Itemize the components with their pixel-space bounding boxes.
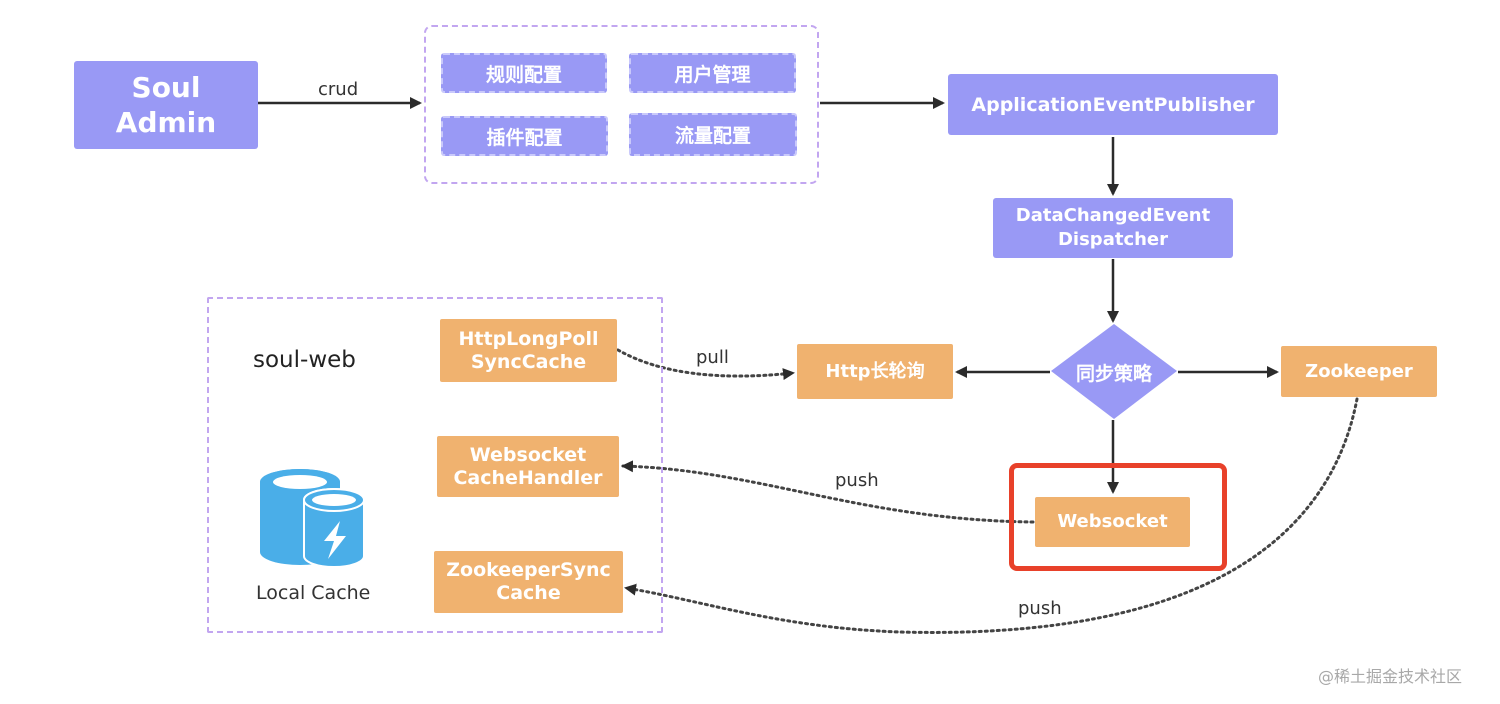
sync-strategy-label: 同步策略 xyxy=(1075,363,1152,385)
websocket-node: Websocket xyxy=(1035,497,1190,547)
soul-admin-node: Soul Admin xyxy=(74,61,258,149)
edge-label-crud: crud xyxy=(318,79,359,100)
soul-web-group xyxy=(207,297,663,633)
edge-push-zookeeper xyxy=(624,397,1359,634)
http-sync-line1: HttpLongPoll xyxy=(458,327,599,350)
module-user-management: 用户管理 xyxy=(629,53,796,93)
admin-modules-group xyxy=(424,25,819,184)
ws-handler-line2: CacheHandler xyxy=(453,466,603,489)
soul-admin-line1: Soul xyxy=(131,71,201,104)
http-long-poll-sync-cache-node: HttpLongPoll SyncCache xyxy=(440,319,617,382)
zk-sync-line1: ZookeeperSync xyxy=(446,559,611,582)
http-sync-line2: SyncCache xyxy=(470,350,587,373)
module-plugin-config: 插件配置 xyxy=(441,116,608,156)
local-cache-icon xyxy=(260,469,365,568)
websocket-cache-handler-node: Websocket CacheHandler xyxy=(437,436,619,497)
edge-label-push-websocket: push xyxy=(835,470,879,491)
local-cache-label: Local Cache xyxy=(256,582,371,604)
module-traffic-config: 流量配置 xyxy=(629,113,797,156)
soul-admin-line2: Admin xyxy=(115,106,217,139)
dispatcher-line2: Dispatcher xyxy=(1057,229,1169,250)
soul-web-title: soul-web xyxy=(253,347,356,373)
edge-push-websocket xyxy=(621,460,1035,524)
module-rule-config: 规则配置 xyxy=(441,53,607,93)
zk-sync-line2: Cache xyxy=(496,582,561,604)
lightning-bolt-icon xyxy=(324,521,346,559)
edge-label-push-zookeeper: push xyxy=(1018,598,1062,619)
zookeeper-node: Zookeeper xyxy=(1281,346,1437,397)
edge-label-pull: pull xyxy=(696,347,729,368)
application-event-publisher-node: ApplicationEventPublisher xyxy=(948,74,1278,135)
watermark: @稀土掘金技术社区 xyxy=(1318,667,1463,686)
dispatcher-line1: DataChangedEvent xyxy=(1015,204,1211,226)
sync-strategy-diamond xyxy=(1051,324,1177,419)
websocket-highlight-box xyxy=(1009,463,1227,571)
ws-handler-line1: Websocket xyxy=(469,443,587,466)
zookeeper-sync-cache-node: ZookeeperSync Cache xyxy=(434,551,623,613)
http-long-poll-node: Http长轮询 xyxy=(797,344,953,399)
data-changed-event-dispatcher-node: DataChangedEvent Dispatcher xyxy=(993,198,1233,258)
